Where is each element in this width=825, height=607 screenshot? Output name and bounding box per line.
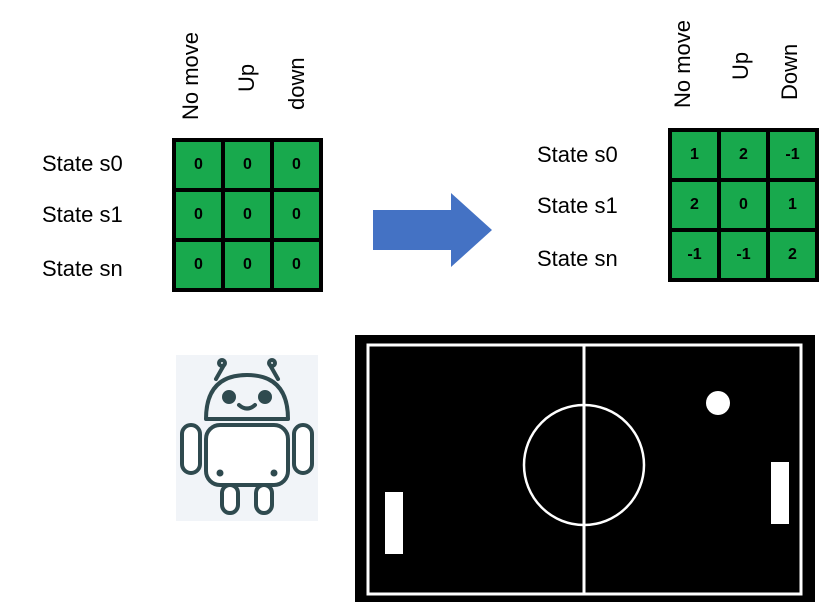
- right-row-label-s1: State s1: [537, 193, 618, 218]
- right-q-cell-s0-up: 2: [721, 132, 766, 178]
- robot-head: [204, 373, 290, 421]
- left-q-cell-s1-nomove: 0: [176, 192, 221, 238]
- robot-arm-right: [292, 423, 314, 475]
- pong-paddle-left: [385, 492, 403, 554]
- right-q-cell-sn-down: 2: [770, 232, 815, 278]
- left-q-cell-s0-down: 0: [274, 142, 319, 188]
- left-row-label-s1: State s1: [42, 202, 123, 227]
- left-col-header-up: Up: [234, 63, 259, 92]
- robot-body: [204, 423, 290, 487]
- right-col-header-down: Down: [777, 43, 802, 100]
- robot-antenna-right-tip: [267, 358, 277, 368]
- right-q-cell-s1-down: 1: [770, 182, 815, 228]
- right-q-cell-s1-nomove: 2: [672, 182, 717, 228]
- right-q-cell-s0-down: -1: [770, 132, 815, 178]
- right-row-label-s0: State s0: [537, 142, 618, 167]
- robot-antenna-left-tip: [217, 358, 227, 368]
- right-col-header-no-move: No move: [670, 19, 695, 108]
- left-q-cell-s0-nomove: 0: [176, 142, 221, 188]
- right-q-table: 1 2 -1 2 0 1 -1 -1 2: [668, 128, 819, 282]
- left-q-cell-s1-up: 0: [225, 192, 270, 238]
- pong-center-circle: [522, 403, 646, 527]
- left-row-label-sn: State sn: [42, 256, 123, 281]
- arrow-right-icon: [373, 193, 492, 267]
- left-q-cell-sn-up: 0: [225, 242, 270, 288]
- pong-ball: [706, 391, 730, 415]
- left-col-header-no-move: No move: [178, 31, 203, 120]
- pong-paddle-right: [771, 462, 789, 524]
- left-q-cell-sn-nomove: 0: [176, 242, 221, 288]
- left-q-cell-s0-up: 0: [225, 142, 270, 188]
- robot-mouth: [237, 403, 257, 411]
- robot-leg-left: [220, 483, 240, 515]
- right-row-label-sn: State sn: [537, 246, 618, 271]
- left-q-table: 0 0 0 0 0 0 0 0 0: [172, 138, 323, 292]
- right-col-header-up: Up: [728, 51, 753, 80]
- robot-arm-left: [180, 423, 202, 475]
- robot-body-dot-2: [270, 469, 278, 477]
- robot-body-dot-1: [216, 469, 224, 477]
- android-robot-icon: [176, 355, 318, 521]
- right-q-cell-s0-nomove: 1: [672, 132, 717, 178]
- robot-eye-right: [258, 390, 272, 404]
- robot-leg-right: [254, 483, 274, 515]
- right-q-cell-sn-nomove: -1: [672, 232, 717, 278]
- left-col-header-down: down: [284, 57, 309, 110]
- left-row-label-s0: State s0: [42, 151, 123, 176]
- left-q-cell-s1-down: 0: [274, 192, 319, 238]
- robot-eye-left: [222, 390, 236, 404]
- right-q-cell-sn-up: -1: [721, 232, 766, 278]
- right-q-cell-s1-up: 0: [721, 182, 766, 228]
- pong-game-field: [355, 335, 815, 602]
- left-q-cell-sn-down: 0: [274, 242, 319, 288]
